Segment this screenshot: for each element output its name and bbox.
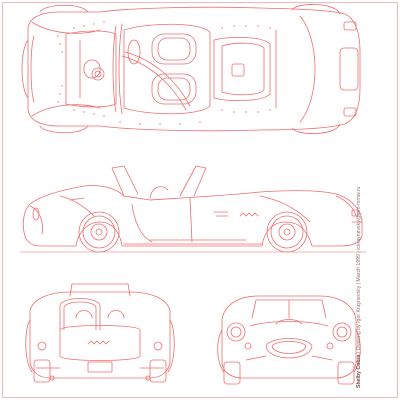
rear-view — [25, 283, 175, 383]
drawing-credit: Shelby Cobra | Drawing by Igor Kraynevsk… — [354, 8, 364, 388]
front-view — [217, 295, 361, 385]
top-view — [21, 4, 361, 134]
credit-separator: | — [356, 350, 362, 354]
credit-details: Drawing by Igor Kraynevsky | March 1999 … — [356, 186, 362, 351]
side-view — [19, 165, 367, 253]
model-name: Shelby Cobra — [356, 354, 362, 388]
